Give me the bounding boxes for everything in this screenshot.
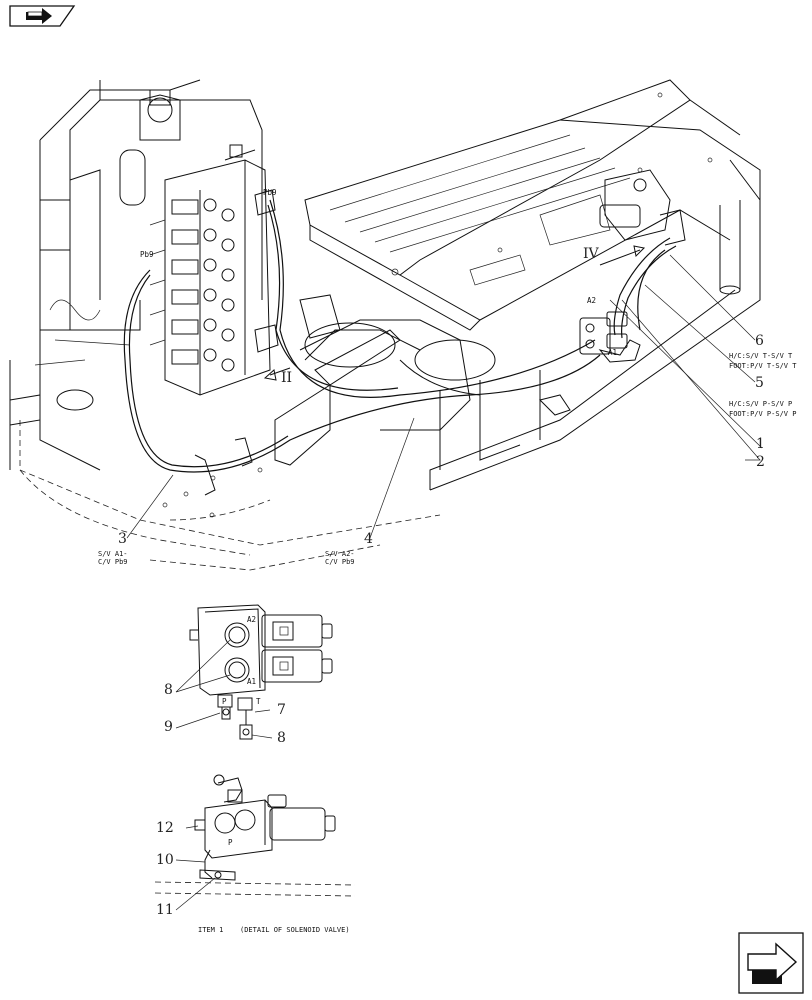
pedal-valve: [599, 169, 741, 295]
callout-8-lower: 8: [277, 730, 286, 746]
main-assembly-view: Pb9 Pb9 A2 A1 II IV 1 2 3 4 5 6 S/V A1- …: [9, 79, 797, 571]
detail-caption-title: (DETAIL OF SOLENOID VALVE): [240, 926, 350, 934]
hose-4-note-line-2: C/V Pb9: [325, 558, 355, 566]
port-label-a1-main: A1: [608, 348, 617, 357]
solenoid-valve-mounting-view: P 12 10 11 ITEM 1 (DETAIL OF SOLENOID VA…: [154, 774, 356, 934]
return-arrow-icon: [9, 5, 76, 27]
next-navigation-button[interactable]: [738, 932, 804, 994]
forward-arrow-icon: [738, 932, 804, 994]
hydraulic-tank: [9, 79, 263, 471]
callout-6: 6: [755, 333, 764, 349]
control-valve: [149, 159, 279, 396]
detail-port-a2: A2: [247, 615, 256, 624]
callout-7: 7: [277, 702, 286, 718]
solenoid-valve-detail-view: A2 A1 P T 8 9 7 8: [164, 604, 333, 746]
view-mark-ii: II: [281, 370, 292, 386]
hose-5-note-line-1: H/C:S/V P-S/V P: [729, 400, 792, 408]
callout-1: 1: [756, 436, 765, 452]
hoses: [123, 199, 677, 473]
hose-6-note-line-2: FOOT:P/V T-S/V T: [729, 362, 797, 370]
detail-port-t: T: [256, 697, 261, 706]
callout-5: 5: [755, 375, 764, 391]
detail-caption-item: ITEM 1: [198, 926, 223, 934]
callout-3: 3: [118, 531, 127, 547]
callout-4: 4: [364, 531, 373, 547]
mount-view-port-p: P: [228, 838, 233, 847]
hose-6-note-line-1: H/C:S/V T-S/V T: [729, 352, 793, 360]
solenoid-valve-main: [579, 311, 641, 363]
port-label-a2-main: A2: [587, 296, 596, 305]
hose-3-note-line-2: C/V Pb9: [98, 558, 128, 566]
port-label-pb9-left: Pb9: [140, 250, 154, 259]
callout-leaders: [126, 254, 763, 539]
callout-8-upper: 8: [164, 682, 173, 698]
view-mark-iv: IV: [583, 246, 600, 262]
callout-2: 2: [756, 454, 765, 470]
port-label-pb9-right: Pb9: [263, 188, 277, 197]
hose-5-note-line-2: FOOT:P/V P-S/V P: [729, 410, 796, 418]
hose-bracket: [194, 294, 401, 496]
back-navigation-button[interactable]: [6, 4, 78, 28]
callout-10: 10: [156, 852, 174, 868]
detail-port-p: P: [222, 697, 227, 706]
detail-port-a1: A1: [247, 677, 256, 686]
cab-floor: [304, 79, 761, 331]
callout-12: 12: [156, 820, 174, 836]
hose-4-note-line-1: S/V A2-: [325, 550, 355, 558]
callout-9: 9: [164, 719, 173, 735]
callout-11: 11: [156, 902, 174, 918]
view-arrows: [263, 245, 646, 381]
hose-3-note-line-1: S/V A1-: [98, 550, 128, 558]
upper-frame: [19, 159, 761, 571]
